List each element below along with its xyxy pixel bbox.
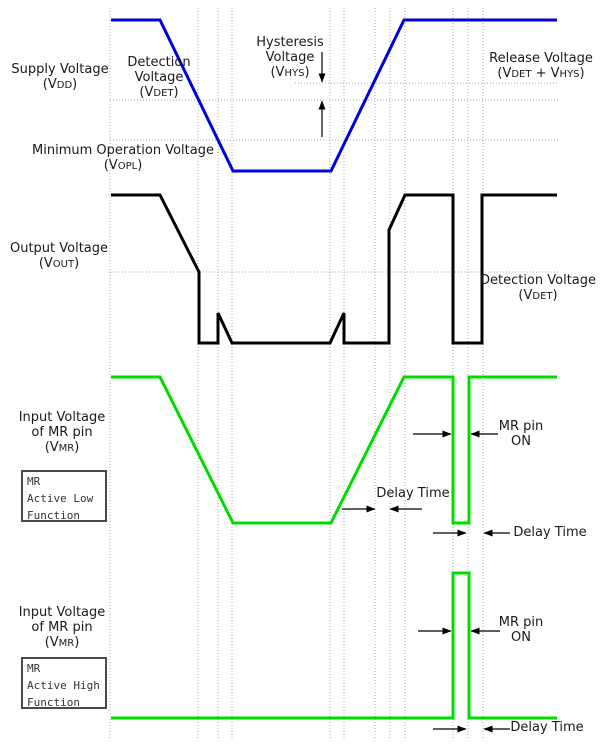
hysteresis-voltage-label-line: (VHYS)	[270, 65, 310, 80]
mr-active-high-box-text: Function	[27, 696, 80, 709]
hysteresis-voltage-label-line: Voltage	[265, 50, 315, 65]
supply-voltage-label-line: (VDD)	[42, 77, 78, 92]
release-voltage-label-line: Release Voltage	[489, 51, 593, 66]
input-voltage-mr-high-label-line: of MR pin	[31, 620, 93, 635]
hysteresis-voltage-label-line: Hysteresis	[256, 35, 324, 50]
mr-pin-on-low-label-line: MR pin	[498, 419, 544, 434]
mr-active-high-box-text: Active High	[27, 679, 100, 692]
input-voltage-mr-high-label-line: (VMR)	[44, 635, 80, 650]
input-voltage-mr-low-label-line: of MR pin	[31, 425, 93, 440]
minimum-operation-voltage-label: Minimum Operation Voltage(VOPL)	[32, 143, 214, 174]
release-voltage-label-line: (VDET + VHYS)	[497, 66, 585, 81]
mr-active-low-box-text: MR	[27, 475, 41, 488]
output-voltage-label-line: Output Voltage	[9, 241, 109, 256]
delay-time-low-label: Delay Time	[513, 525, 586, 540]
output-voltage-label: Output Voltage(VOUT)	[10, 241, 108, 272]
delay-time-mid-label: Delay Time	[376, 486, 449, 501]
input-voltage-mr-low-label-line: (VMR)	[44, 440, 80, 455]
minimum-operation-voltage-label-line: Minimum Operation Voltage	[32, 143, 214, 158]
mr-active-low-box-text: Active Low	[27, 492, 94, 505]
mr-active-high-box-text: MR	[27, 662, 41, 675]
mr-pin-on-low-label-line: ON	[511, 434, 531, 449]
delay-time-low-label-line: Delay Time	[513, 525, 587, 540]
mr-active-low-vmr-trace	[111, 375, 557, 525]
supply-voltage-vdd-trace	[111, 18, 557, 173]
delay-time-mid-label-line: Delay Time	[376, 486, 450, 501]
mr-active-low-box-text: Function	[27, 509, 80, 522]
detection-voltage-label-line: (VDET)	[139, 85, 179, 100]
release-voltage-label: Release Voltage(VDET + VHYS)	[489, 51, 593, 82]
minimum-operation-voltage-label-line: (VOPL)	[103, 158, 143, 173]
detection-voltage-right-label-line: Detection Voltage	[479, 273, 597, 288]
input-voltage-mr-low-label-line: Input Voltage	[18, 410, 106, 425]
supply-voltage-label-line: Supply Voltage	[11, 62, 109, 77]
input-voltage-mr-high-label-line: Input Voltage	[18, 605, 106, 620]
detection-voltage-right-label-line: (VDET)	[518, 288, 558, 303]
delay-time-high-label-line: Delay Time	[510, 720, 584, 735]
output-voltage-vout-trace	[111, 193, 557, 345]
detection-voltage-label-line: Voltage	[134, 70, 184, 85]
detection-voltage-label-line: Detection	[127, 55, 191, 70]
mr-pin-on-high-label-line: ON	[511, 630, 531, 645]
mr-pin-on-high-label-line: MR pin	[498, 615, 544, 630]
supply-voltage-label: Supply Voltage(VDD)	[11, 62, 108, 93]
mr-active-high-vmr-trace	[111, 571, 557, 720]
output-voltage-label-line: (VOUT)	[38, 256, 80, 271]
delay-time-high-label: Delay Time	[510, 720, 583, 735]
detection-voltage-right-label: Detection Voltage(VDET)	[480, 273, 596, 304]
